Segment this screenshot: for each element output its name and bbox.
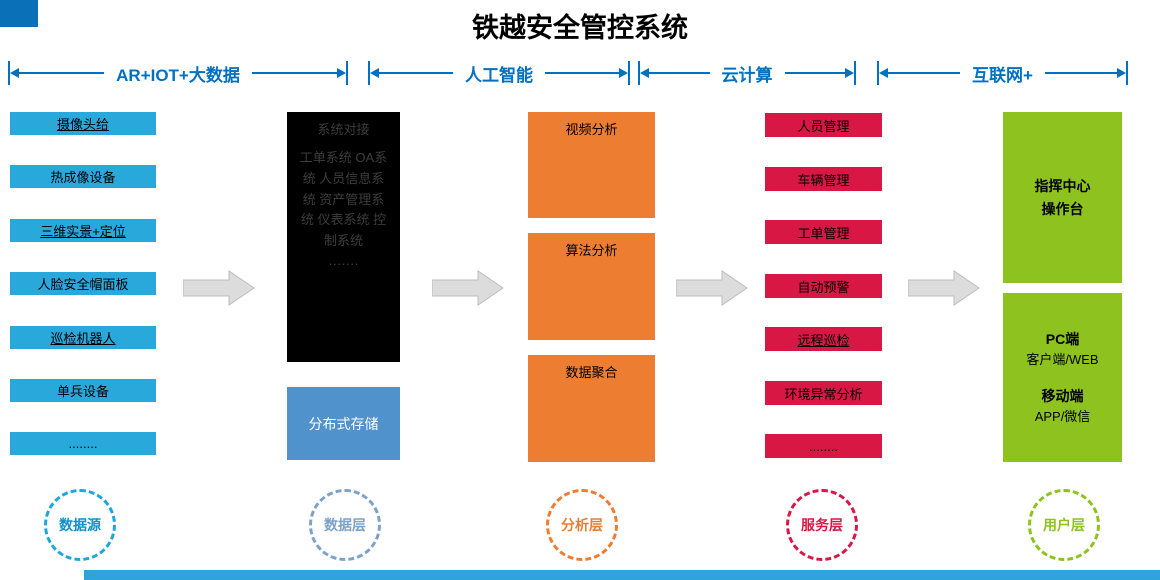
header-line: [379, 72, 453, 74]
arrow-right-icon: [1117, 68, 1126, 78]
header-end-bar: [854, 61, 856, 85]
device-box-face-helmet-panel: 人脸安全帽面板: [10, 272, 156, 295]
service-box-personnel: 人员管理: [765, 113, 882, 137]
header-label: AR+IOT+大数据: [116, 65, 240, 85]
header-label: 互联网+: [972, 65, 1033, 85]
system-integration-title: 系统对接: [317, 122, 370, 137]
device-box-inspection-robot: 巡检机器人: [10, 326, 156, 349]
device-box-individual-equipment: 单兵设备: [10, 379, 156, 402]
device-box-thermal-imaging: 热成像设备: [10, 165, 156, 188]
service-box-work-order: 工单管理: [765, 220, 882, 244]
layer-circle-data-source: 数据源: [44, 489, 116, 561]
arrow-right-icon: [619, 68, 628, 78]
header-end-bar: [8, 61, 10, 85]
top-left-accent-block: [0, 0, 38, 27]
device-box-3d-positioning: 三维实景+定位: [10, 219, 156, 242]
service-box-auto-alert: 自动预警: [765, 274, 882, 298]
arrow-left-icon: [370, 68, 379, 78]
header-line: [649, 72, 710, 74]
layer-circle-data-layer: 数据层: [309, 489, 381, 561]
client-terminals-box: PC端 客户端/WEB 移动端 APP/微信: [1003, 293, 1122, 462]
algorithm-analysis-box: 算法分析: [528, 233, 655, 340]
flow-arrow-icon: [432, 270, 504, 306]
bottom-accent-strip: [84, 570, 1160, 580]
header-line: [1044, 72, 1117, 74]
arrow-left-icon: [640, 68, 649, 78]
header-label: 云计算: [721, 65, 773, 85]
arrow-left-icon: [879, 68, 888, 78]
flow-arrow-icon: [183, 270, 255, 306]
section-header-cloud: 云计算: [638, 60, 856, 86]
mobile-terminal-subtitle: APP/微信: [1034, 408, 1091, 424]
device-box-more-dots: ........: [10, 432, 156, 455]
section-header-internet-plus: 互联网+: [877, 60, 1128, 86]
arrow-left-icon: [10, 68, 19, 78]
service-box-more-dots: ........: [765, 434, 882, 458]
distributed-storage-box: 分布式存储: [287, 387, 400, 460]
service-box-vehicle: 车辆管理: [765, 167, 882, 191]
section-header-ar-iot-bigdata: AR+IOT+大数据: [8, 60, 348, 86]
section-header-ai: 人工智能: [368, 60, 630, 86]
video-analysis-box: 视频分析: [528, 112, 655, 218]
header-end-bar: [628, 61, 630, 85]
header-end-bar: [346, 61, 348, 85]
command-center-line1: 指挥中心: [1034, 178, 1091, 195]
pc-terminal-subtitle: 客户端/WEB: [1026, 352, 1099, 367]
header-end-bar: [638, 61, 640, 85]
flow-arrow-icon: [908, 270, 980, 306]
arrow-right-icon: [845, 68, 854, 78]
system-integration-box: 系统对接 工单系统 OA系统 人员信息系统 资产管理系统 仪表系统 控制系统 ·…: [287, 112, 400, 362]
header-end-bar: [877, 61, 879, 85]
flow-arrow-icon: [676, 270, 748, 306]
header-line: [19, 72, 105, 74]
data-aggregation-box: 数据聚合: [528, 355, 655, 462]
header-end-bar: [1126, 61, 1128, 85]
pc-terminal-title: PC端: [1045, 331, 1080, 347]
layer-circle-analysis-layer: 分析层: [546, 489, 618, 561]
device-box-camera: 摄像头给: [10, 112, 156, 135]
header-line: [545, 72, 619, 74]
command-center-box: 指挥中心 操作台: [1003, 112, 1122, 283]
header-line: [251, 72, 337, 74]
arrow-right-icon: [337, 68, 346, 78]
header-end-bar: [368, 61, 370, 85]
header-line: [888, 72, 961, 74]
layer-circle-user-layer: 用户层: [1028, 489, 1100, 561]
command-center-line2: 操作台: [1041, 200, 1084, 217]
header-label: 人工智能: [465, 65, 533, 85]
system-integration-body: 工单系统 OA系统 人员信息系统 资产管理系统 仪表系统 控制系统: [299, 150, 388, 249]
system-integration-dots: ·······: [328, 255, 359, 271]
page-title: 铁越安全管控系统: [472, 13, 688, 43]
service-box-remote-inspection: 远程巡检: [765, 327, 882, 351]
layer-circle-service-layer: 服务层: [786, 489, 858, 561]
service-box-environment-anomaly: 环境异常分析: [765, 381, 882, 405]
header-line: [784, 72, 845, 74]
mobile-terminal-title: 移动端: [1041, 387, 1084, 404]
